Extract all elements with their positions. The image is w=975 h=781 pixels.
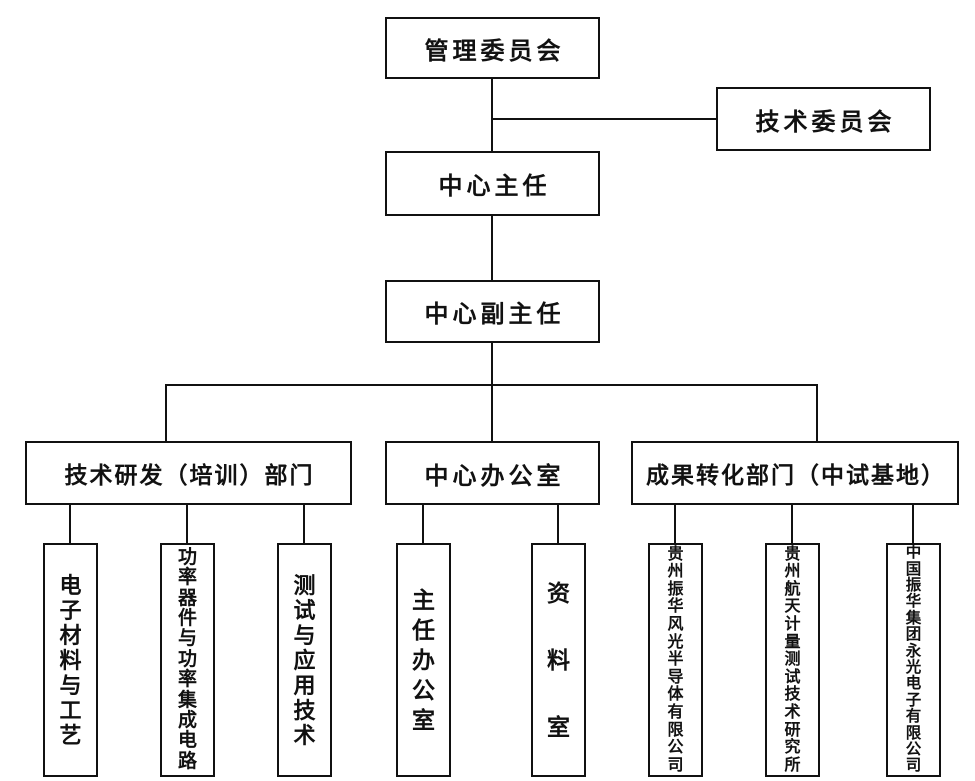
- node-guizhou-zhenhua-fengguang: 贵州振华风光半导体有限公司: [648, 543, 703, 777]
- node-label-reference-room: 资料室: [547, 579, 570, 740]
- node-center-director: 中心主任: [385, 151, 600, 216]
- node-label-center-office: 中心办公室: [424, 462, 565, 490]
- node-center-office: 中心办公室: [385, 441, 600, 505]
- connector-drop-power-devices: [186, 505, 188, 543]
- node-power-devices: 功率器件与功率集成电路: [160, 543, 215, 777]
- connector-deputy-stem: [491, 343, 493, 386]
- node-label-china-zhenhua-yongguang: 中国振华集团永光电子有限公司: [905, 544, 922, 775]
- node-label-director-office: 主任办公室: [412, 587, 435, 733]
- connector-drop-china-zhenhua-yongguang: [912, 505, 914, 543]
- connector-drop-dept-rd: [165, 384, 167, 441]
- node-testing-application: 测试与应用技术: [277, 543, 332, 777]
- node-label-center-deputy-director: 中心副主任: [424, 301, 565, 328]
- node-label-center-director: 中心主任: [438, 173, 551, 200]
- connector-drop-reference-room: [557, 505, 559, 543]
- node-china-zhenhua-yongguang: 中国振华集团永光电子有限公司: [886, 543, 941, 777]
- connector-drop-testing-application: [303, 505, 305, 543]
- node-label-technical-committee: 技术委员会: [755, 108, 896, 136]
- node-center-deputy-director: 中心副主任: [385, 280, 600, 343]
- connector-drop-guizhou-aerospace-metrology: [791, 505, 793, 543]
- node-label-guizhou-aerospace-metrology: 贵州航天计量测试技术研究所: [784, 545, 801, 774]
- node-electronic-materials: 电子材料与工艺: [43, 543, 98, 777]
- node-label-guizhou-zhenhua-fengguang: 贵州振华风光半导体有限公司: [667, 545, 684, 774]
- connector-director-to-deputy: [491, 216, 493, 280]
- node-label-management-committee: 管理委员会: [424, 37, 565, 65]
- connector-drop-guizhou-zhenhua-fengguang: [674, 505, 676, 543]
- node-label-dept-rd-training: 技术研发（培训）部门: [64, 462, 315, 488]
- node-dept-achievement-transformation: 成果转化部门（中试基地）: [631, 441, 959, 505]
- node-management-committee: 管理委员会: [385, 17, 600, 79]
- node-label-dept-achievement-transformation: 成果转化部门（中试基地）: [646, 462, 946, 488]
- node-label-power-devices: 功率器件与功率集成电路: [177, 546, 197, 772]
- node-reference-room: 资料室: [531, 543, 586, 777]
- connector-branch-to-technical-committee: [491, 118, 716, 120]
- node-dept-rd-training: 技术研发（培训）部门: [25, 441, 352, 505]
- node-technical-committee: 技术委员会: [716, 87, 931, 151]
- connector-drop-electronic-materials: [69, 505, 71, 543]
- connector-drop-director-office: [422, 505, 424, 543]
- node-guizhou-aerospace-metrology: 贵州航天计量测试技术研究所: [765, 543, 820, 777]
- connector-drop-center-office: [491, 384, 493, 441]
- node-label-electronic-materials: 电子材料与工艺: [59, 572, 82, 748]
- node-director-office: 主任办公室: [396, 543, 451, 777]
- connector-mgmt-to-director: [491, 79, 493, 151]
- connector-drop-dept-transform: [816, 384, 818, 441]
- node-label-testing-application: 测试与应用技术: [293, 572, 316, 748]
